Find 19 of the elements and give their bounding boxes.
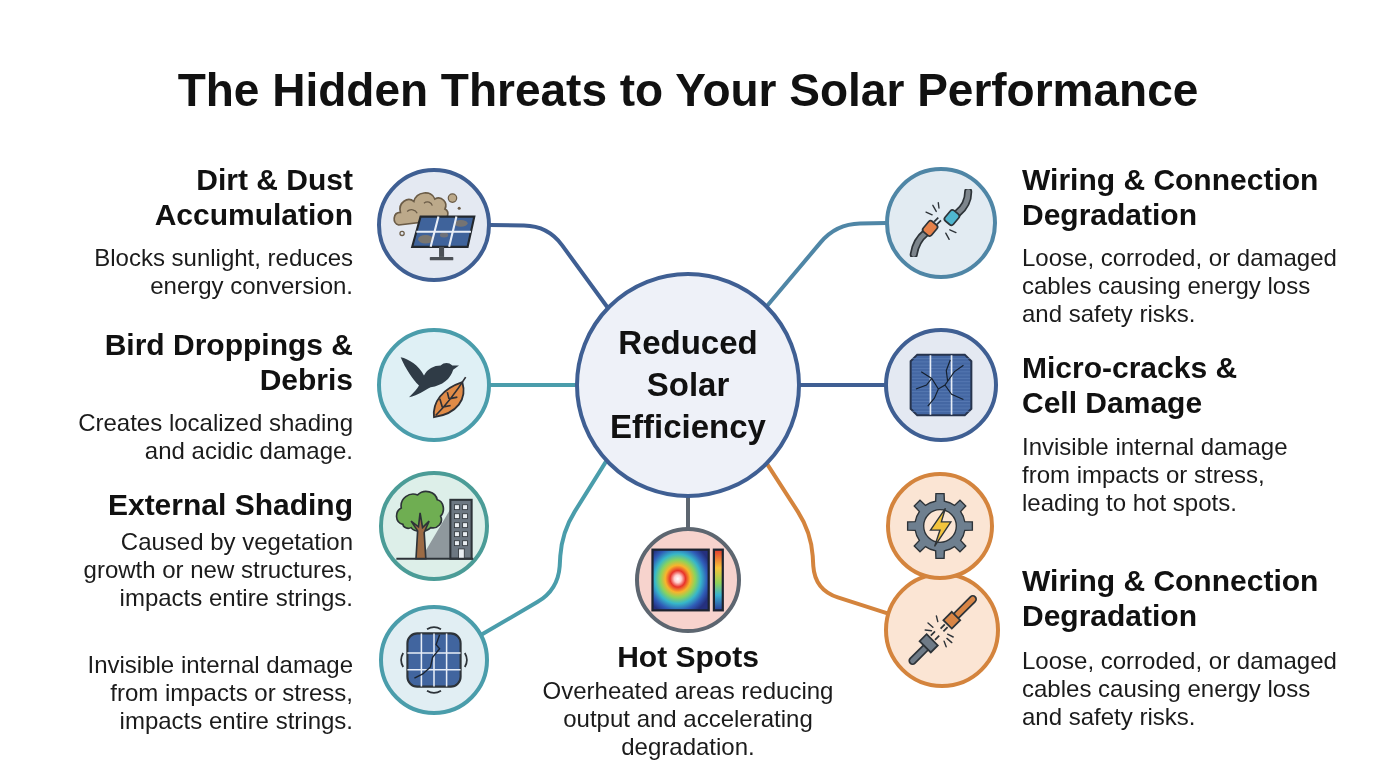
threat-description: Overheated areas reducing output and accelerating degradation. (541, 677, 835, 761)
threat-heading: Hot Spots (617, 639, 759, 674)
threat-description: Blocks sunlight, reduces energy conversion. (93, 244, 353, 300)
threat-description: Loose, corroded, or damaged cables causing energy loss and safety risks. (1022, 647, 1338, 731)
title: The Hidden Threats to Your Solar Performance (177, 63, 1199, 118)
threat-description: Loose, corroded, or damaged cables causing energy loss and safety risks. (1022, 244, 1338, 328)
threat-heading: Micro-cracks & Cell Damage (1022, 350, 1239, 420)
center-label: Reduced Solar Efficiency (609, 323, 767, 447)
threat-description: Invisible internal damage from impacts or stress, impacts entire strings. (86, 651, 353, 735)
connector-line (686, 495, 690, 530)
connector-line (479, 459, 609, 637)
threat-heading: Wiring & Connection Degradation (1022, 162, 1320, 232)
threat-description: Creates localized shading and acidic damage. (77, 409, 353, 465)
threat-heading: Wiring & Connection Degradation (1022, 563, 1320, 633)
threat-heading: Dirt & Dust Accumulation (153, 162, 353, 232)
threat-description: Caused by vegetation growth or new structures, impacts entire strings. (82, 528, 353, 612)
threat-heading: External Shading (107, 487, 353, 522)
threat-heading: Bird Droppings & Debris (103, 327, 353, 397)
threat-description: Invisible internal damage from impacts or stress, leading to hot spots. (1022, 433, 1289, 517)
